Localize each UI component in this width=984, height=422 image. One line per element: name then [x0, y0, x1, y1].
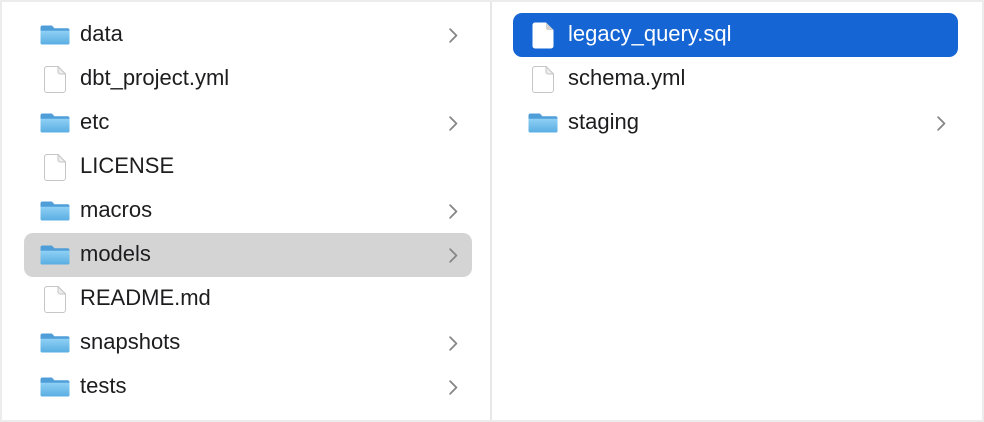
item-dbt-project-yml[interactable]: dbt_project.yml — [24, 57, 472, 101]
document-icon — [528, 65, 558, 93]
chevron-right-icon — [449, 335, 458, 351]
item-macros[interactable]: macros — [24, 189, 472, 233]
item-label: staging — [568, 109, 639, 134]
item-tests[interactable]: tests — [24, 365, 472, 409]
column-divider — [490, 2, 492, 420]
chevron-right-icon — [449, 203, 458, 219]
item-legacy-query-sql-selected[interactable]: legacy_query.sql — [513, 13, 958, 57]
item-etc[interactable]: etc — [24, 101, 472, 145]
document-icon — [40, 285, 70, 313]
item-label: tests — [80, 373, 127, 398]
item-label: legacy_query.sql — [568, 21, 732, 46]
folder-icon — [40, 241, 70, 269]
item-label: schema.yml — [568, 65, 686, 90]
item-label: etc — [80, 109, 110, 134]
item-label: README.md — [80, 285, 211, 310]
item-snapshots[interactable]: snapshots — [24, 321, 472, 365]
chevron-right-icon — [449, 115, 458, 131]
folder-icon — [40, 373, 70, 401]
item-readme-md[interactable]: README.md — [24, 277, 472, 321]
item-label: data — [80, 21, 123, 46]
folder-icon — [40, 197, 70, 225]
chevron-right-icon — [449, 379, 458, 395]
item-label: snapshots — [80, 329, 181, 354]
column-models-contents: legacy_query.sql schema.yml staging — [492, 2, 982, 420]
chevron-right-icon — [449, 27, 458, 43]
item-label: dbt_project.yml — [80, 65, 230, 90]
chevron-right-icon — [449, 247, 458, 263]
item-label: models — [80, 241, 151, 266]
folder-icon — [40, 329, 70, 357]
chevron-right-icon — [937, 115, 946, 131]
column-parent-folder: data dbt_project.yml etc LICENSE macros … — [2, 2, 490, 420]
document-icon — [40, 153, 70, 181]
document-icon — [40, 65, 70, 93]
folder-icon — [40, 109, 70, 137]
item-models-selected[interactable]: models — [24, 233, 472, 277]
item-label: macros — [80, 197, 153, 222]
document-icon — [528, 21, 558, 49]
item-schema-yml[interactable]: schema.yml — [513, 57, 958, 101]
item-license[interactable]: LICENSE — [24, 145, 472, 189]
item-label: LICENSE — [80, 153, 175, 178]
item-staging[interactable]: staging — [513, 101, 958, 145]
folder-icon — [40, 21, 70, 49]
item-data[interactable]: data — [24, 13, 472, 57]
folder-icon — [528, 109, 558, 137]
